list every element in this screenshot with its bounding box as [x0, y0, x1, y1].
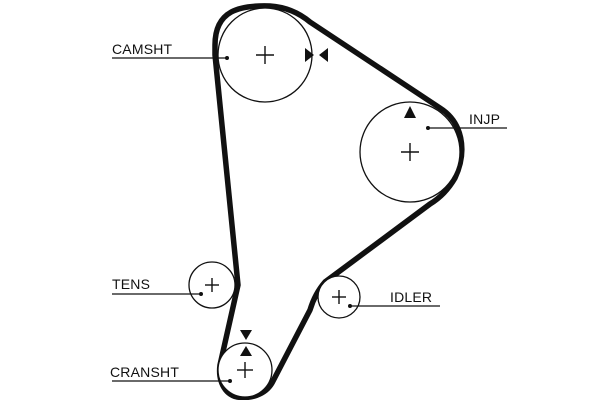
crankshaft-timing-mark-bottom-icon: [240, 346, 252, 356]
injection-pump-pulley: [359, 101, 461, 203]
camshaft-timing-mark-right-icon: [319, 48, 328, 62]
camshaft-label: CAMSHT: [112, 41, 173, 57]
crankshaft-timing-mark-top-icon: [240, 330, 252, 340]
crankshaft-label: CRANSHT: [110, 364, 179, 380]
idler-pulley: [317, 275, 361, 319]
idler-label: IDLER: [390, 289, 432, 305]
timing-belt: [212, 3, 465, 400]
camshaft-timing-mark-left-icon: [305, 48, 314, 62]
injection-pump-label: INJP: [469, 111, 500, 127]
camshaft-pulley: [217, 7, 313, 103]
tensioner-label: TENS: [112, 276, 150, 292]
injection-pump-timing-mark-icon: [404, 106, 416, 118]
tensioner-pulley: [188, 261, 236, 309]
crankshaft-pulley: [217, 342, 273, 398]
